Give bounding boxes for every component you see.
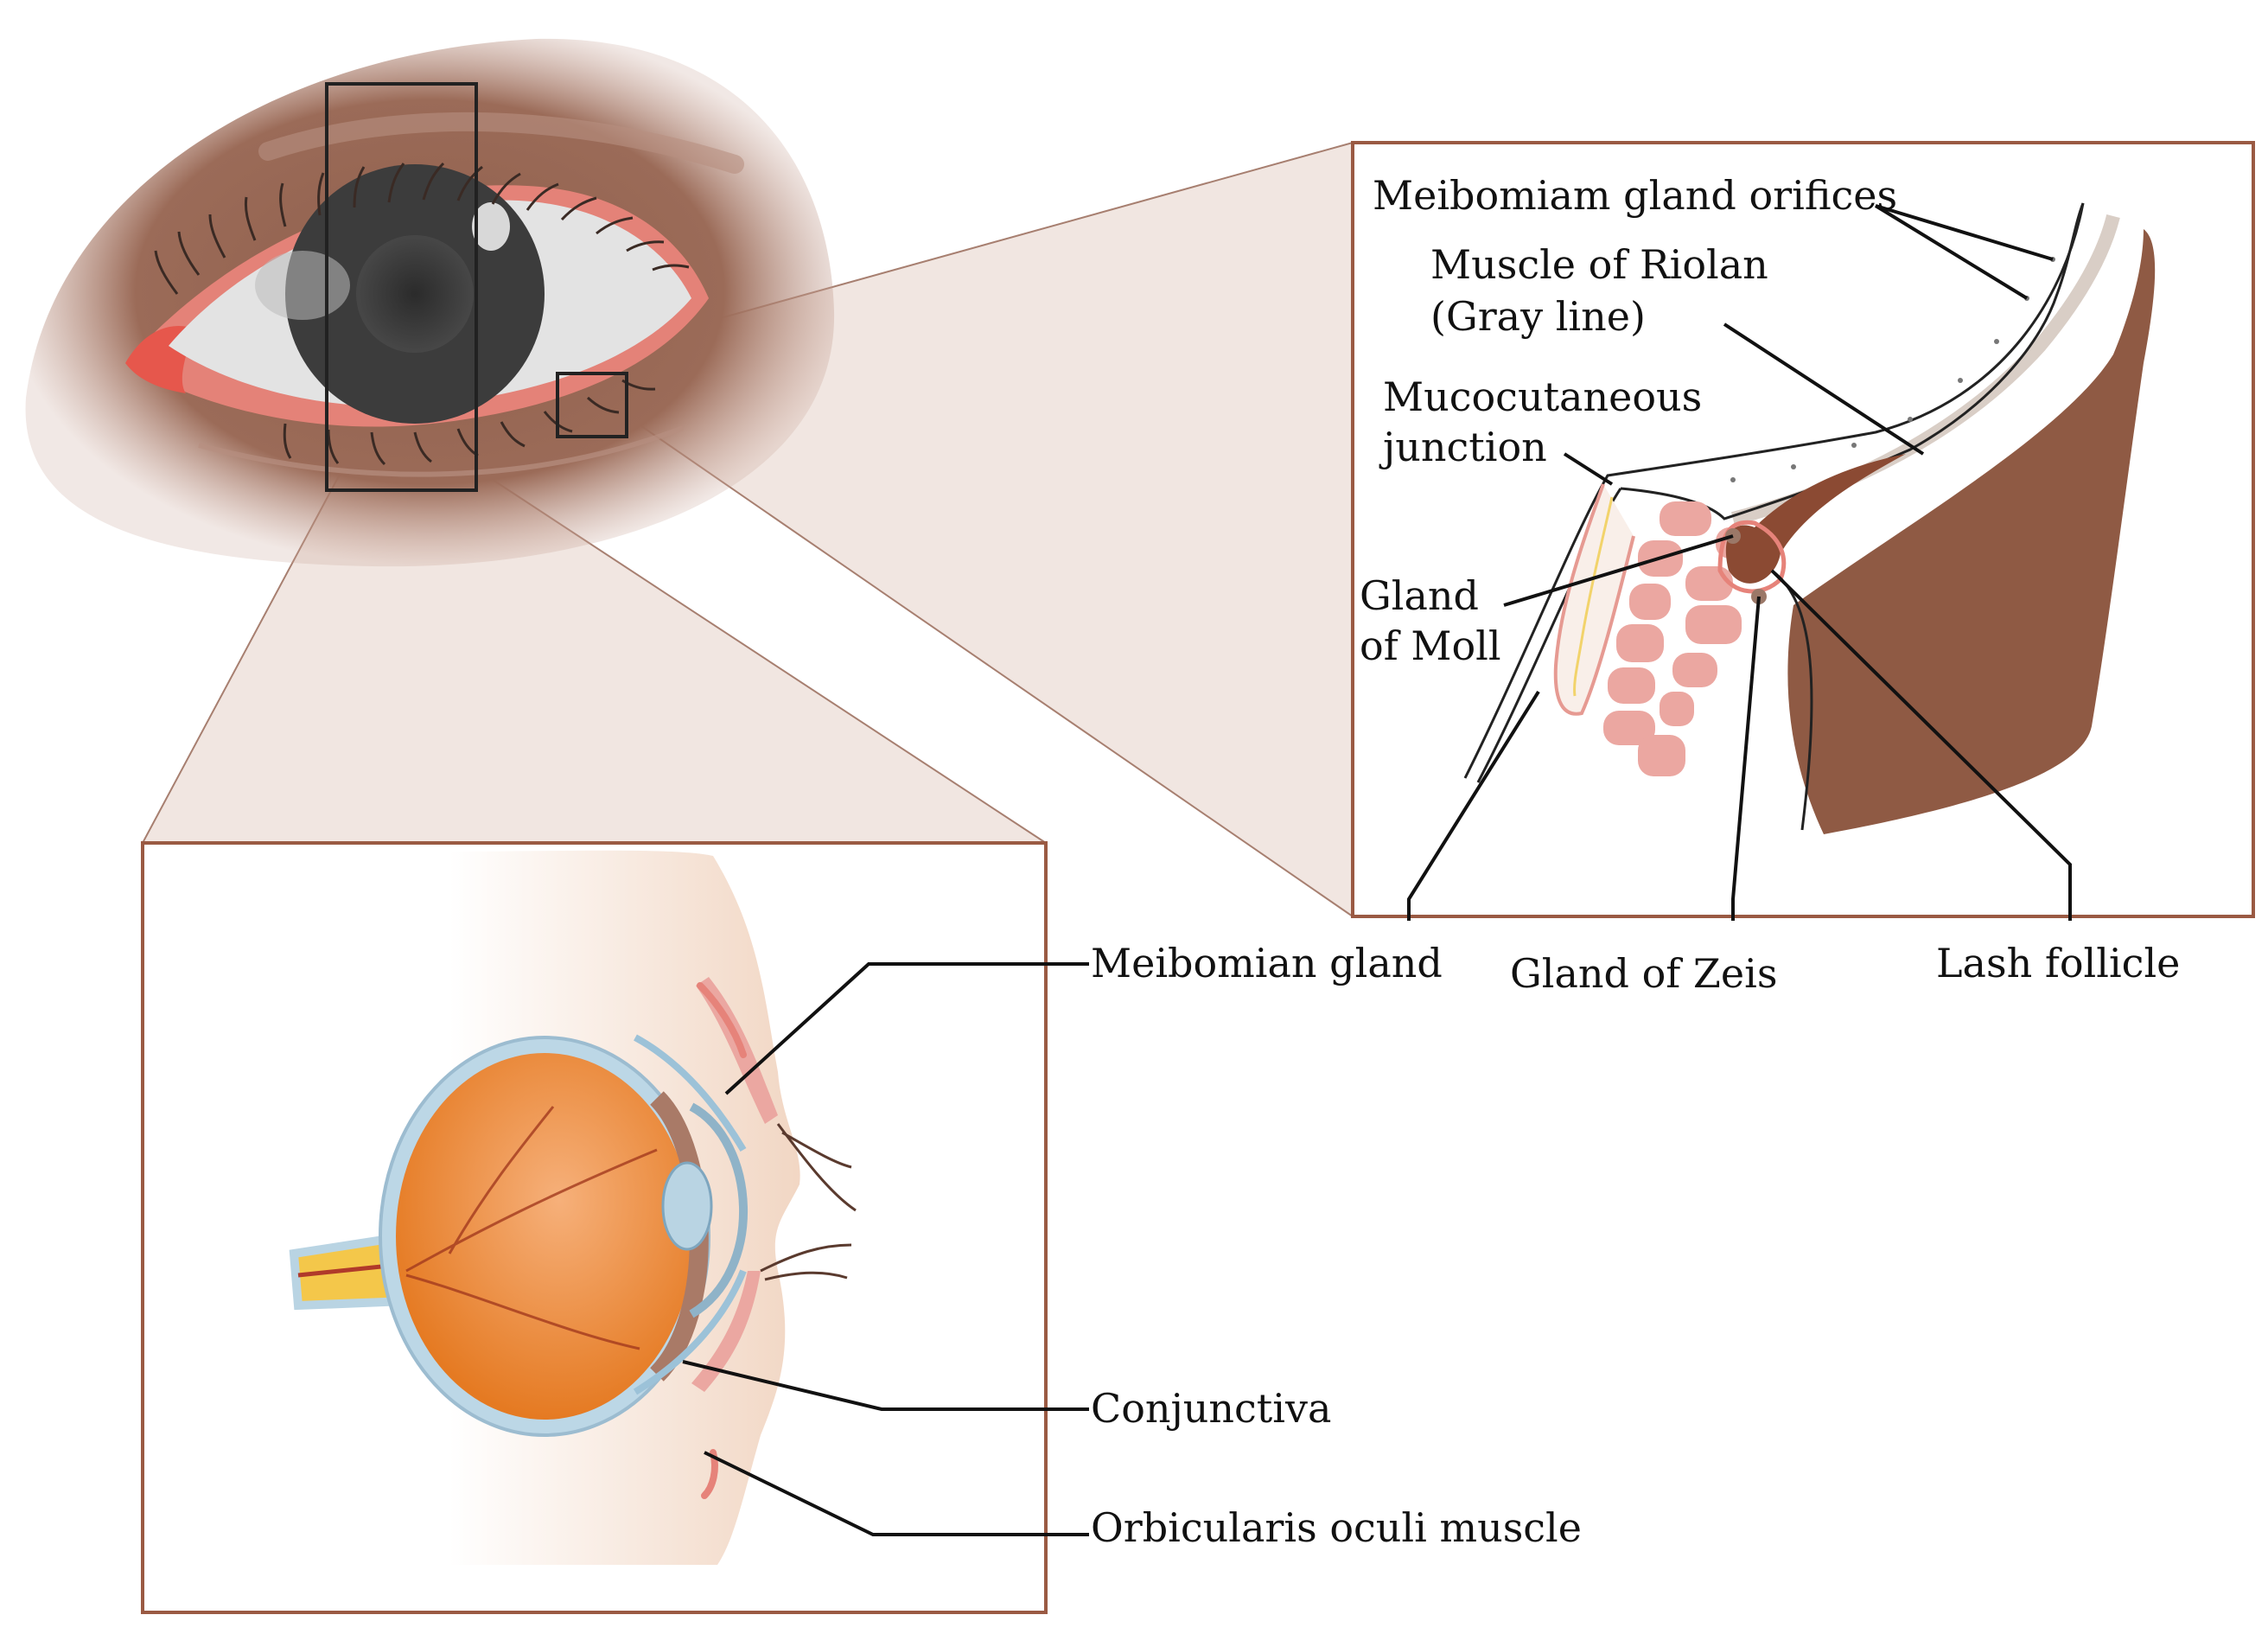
leader-conjunctiva: [682, 1360, 1089, 1411]
leader-meibomian-gland: [724, 962, 1089, 1095]
tarsal-skin-outer: [1463, 202, 2085, 779]
orbicularis-muscle-block: [1787, 229, 2156, 834]
meibomian-gland-acini: [1603, 501, 1755, 776]
upper-eyelashes: [154, 162, 690, 295]
label-meibomian-gland: Meibomian gland: [1091, 940, 1443, 986]
pupil: [356, 235, 474, 353]
label-conjunctiva: Conjunctiva: [1091, 1385, 1331, 1432]
eyeball-globe: [396, 1053, 693, 1420]
leader-lash-follicle: [1770, 569, 2072, 921]
leader-gland-of-moll: [1503, 534, 1734, 607]
label-gland: Gland: [1360, 572, 1479, 619]
external-eye: [25, 38, 835, 567]
label-gray-line: (Gray line): [1430, 293, 1646, 340]
label-meibomiam-gland-orifices: Meibomiam gland orifices: [1373, 172, 1897, 219]
label-orbicularis-oculi-muscle: Orbicularis oculi muscle: [1091, 1504, 1582, 1551]
lower-crease: [198, 425, 685, 477]
lens: [661, 1161, 713, 1251]
leader-meibomian-gland-top: [1407, 690, 1540, 921]
lower-conjunctiva: [633, 1269, 747, 1395]
eye-highlight: [472, 202, 510, 251]
cross-section-panel: [141, 841, 1048, 1614]
section-eyelashes: [760, 1123, 857, 1281]
lower-lid-tarsus: [691, 1271, 761, 1392]
leader-mucocutaneous: [1563, 452, 1614, 486]
label-lash-follicle: Lash follicle: [1936, 940, 2180, 986]
upper-conjunctiva: [634, 1034, 747, 1152]
orifice-dots: [1730, 257, 2055, 482]
labels: Meibomiam gland orifices Muscle of Riola…: [1091, 172, 2180, 1551]
leader-muscle-of-riolan: [1723, 322, 1925, 456]
leader-orbicularis: [704, 1451, 1089, 1536]
label-of-moll: of Moll: [1360, 622, 1501, 669]
leader-lines: [682, 204, 2072, 1536]
conjunctival-edge: [1620, 202, 2085, 520]
brow-crease: [258, 112, 744, 174]
gland-of-moll-tube: [1553, 483, 1635, 716]
cross-section-box: [325, 82, 478, 492]
lid-margin-panel: [1351, 141, 2255, 918]
eye-reflection: [255, 251, 350, 320]
upper-lid-tarsus: [696, 977, 778, 1124]
label-muscle-of-riolan: Muscle of Riolan: [1430, 241, 1768, 288]
leader-meibomiam-orifices-b: [1874, 204, 2029, 300]
label-junction: junction: [1379, 424, 1547, 470]
lash-follicle-shape: [1725, 454, 1906, 584]
leader-gland-of-zeis: [1731, 596, 1761, 921]
lash-zoom-box: [556, 372, 628, 438]
label-mucocutaneous: Mucocutaneous: [1383, 373, 1702, 420]
label-gland-of-zeis: Gland of Zeis: [1510, 950, 1777, 997]
cornea: [689, 1102, 749, 1318]
retinal-vessels: [405, 1106, 658, 1350]
leader-meibomiam-orifices-a: [1875, 204, 2054, 261]
